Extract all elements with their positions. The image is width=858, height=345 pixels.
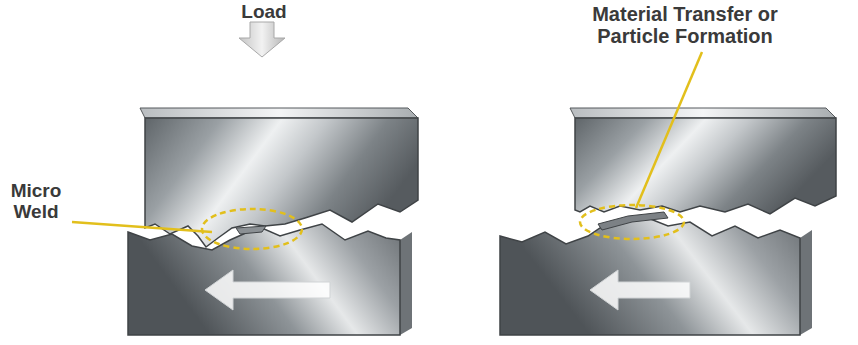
motion-arrow: [590, 270, 690, 310]
callout-label: Material Transfer or Particle Formation: [560, 3, 810, 48]
block-side: [400, 232, 412, 335]
block-top-face: [570, 108, 836, 118]
upper-block: [145, 118, 418, 247]
micro-weld: [236, 226, 266, 234]
load-arrow: [239, 22, 285, 57]
callout-label: Load: [236, 1, 292, 22]
motion-arrow: [205, 270, 330, 310]
block-top-face: [140, 108, 418, 118]
block-side: [800, 230, 812, 335]
transfer-particle: [598, 212, 668, 230]
callout-label: Micro Weld: [0, 180, 72, 223]
upper-block: [575, 118, 836, 214]
leader-line: [72, 222, 212, 232]
lower-block: [128, 224, 400, 335]
leader-line: [636, 52, 702, 208]
highlight-ellipse: [202, 209, 302, 249]
highlight-ellipse: [580, 205, 684, 239]
lower-block: [500, 218, 800, 335]
